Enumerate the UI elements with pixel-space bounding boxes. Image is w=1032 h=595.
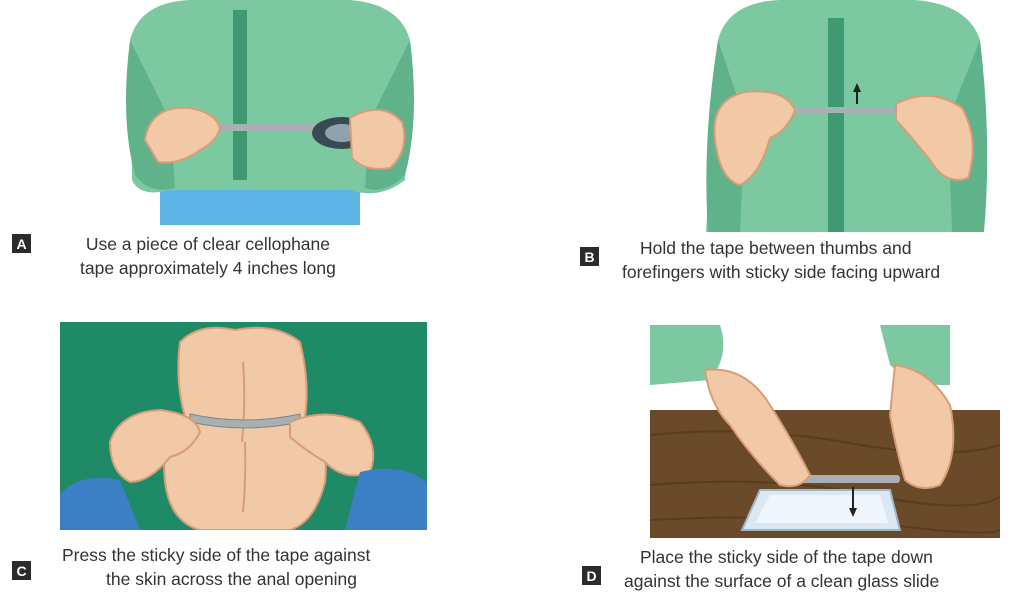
panel-b-caption-line2: forefingers with sticky side facing upwa… bbox=[622, 260, 940, 284]
panel-d-label: D bbox=[582, 566, 601, 585]
panel-d-caption-line2: against the surface of a clean glass sli… bbox=[624, 569, 939, 593]
panel-b-caption: Hold the tape between thumbs and forefin… bbox=[622, 236, 940, 284]
panel-b-illustration bbox=[700, 0, 990, 232]
panel-c-illustration bbox=[60, 322, 427, 530]
panel-b-label: B bbox=[580, 247, 599, 266]
panel-a-caption: Use a piece of clear cellophane tape app… bbox=[80, 232, 336, 280]
panel-d-illustration bbox=[650, 325, 1000, 538]
panel-d-caption: Place the sticky side of the tape down a… bbox=[624, 545, 939, 593]
panel-b-caption-line1: Hold the tape between thumbs and bbox=[622, 236, 940, 260]
panel-c-caption-line1: Press the sticky side of the tape agains… bbox=[62, 543, 370, 567]
panel-a-label: A bbox=[12, 234, 31, 253]
panel-c-caption-line2: the skin across the anal opening bbox=[62, 567, 370, 591]
panel-c-caption: Press the sticky side of the tape agains… bbox=[62, 543, 370, 591]
panel-a-caption-line1: Use a piece of clear cellophane bbox=[80, 232, 336, 256]
panel-d-caption-line1: Place the sticky side of the tape down bbox=[624, 545, 939, 569]
panel-c-label: C bbox=[12, 561, 31, 580]
panel-a-caption-line2: tape approximately 4 inches long bbox=[80, 256, 336, 280]
panel-a-illustration bbox=[120, 0, 420, 225]
